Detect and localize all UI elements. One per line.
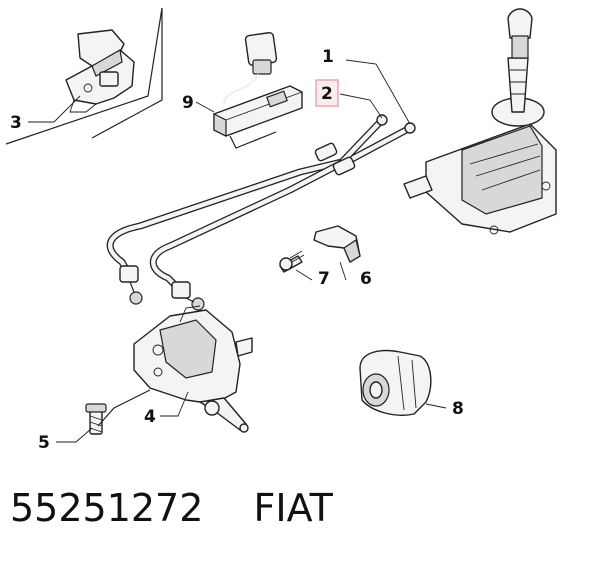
part-5-bolt <box>85 389 151 435</box>
part-4-selector-bracket <box>133 305 253 433</box>
callout-8: 8 <box>452 399 464 419</box>
callout-6: 6 <box>360 269 372 289</box>
highlight-box-callout-2 <box>315 79 339 107</box>
callout-5: 5 <box>38 433 50 453</box>
callout-7: 7 <box>318 269 330 289</box>
callout-1: 1 <box>322 47 334 67</box>
brand-name: FIAT <box>253 486 333 530</box>
callout-2: 2 <box>321 84 333 104</box>
part-3-cable-bracket <box>5 7 163 145</box>
part-1-part-2-shift-cables <box>106 114 416 311</box>
part-number: 55251272 <box>10 486 204 530</box>
gear-lever-housing <box>403 8 557 235</box>
part-6-clip <box>313 225 361 263</box>
callout-leaders <box>28 59 447 443</box>
footer-caption: 55251272 FIAT <box>10 486 333 530</box>
callout-9: 9 <box>182 93 194 113</box>
part-7-screw <box>279 250 305 273</box>
callout-4: 4 <box>144 407 156 427</box>
callout-3: 3 <box>10 113 22 133</box>
part-8-rubber-bush <box>359 349 432 416</box>
part-9-connector-harness <box>213 32 303 149</box>
